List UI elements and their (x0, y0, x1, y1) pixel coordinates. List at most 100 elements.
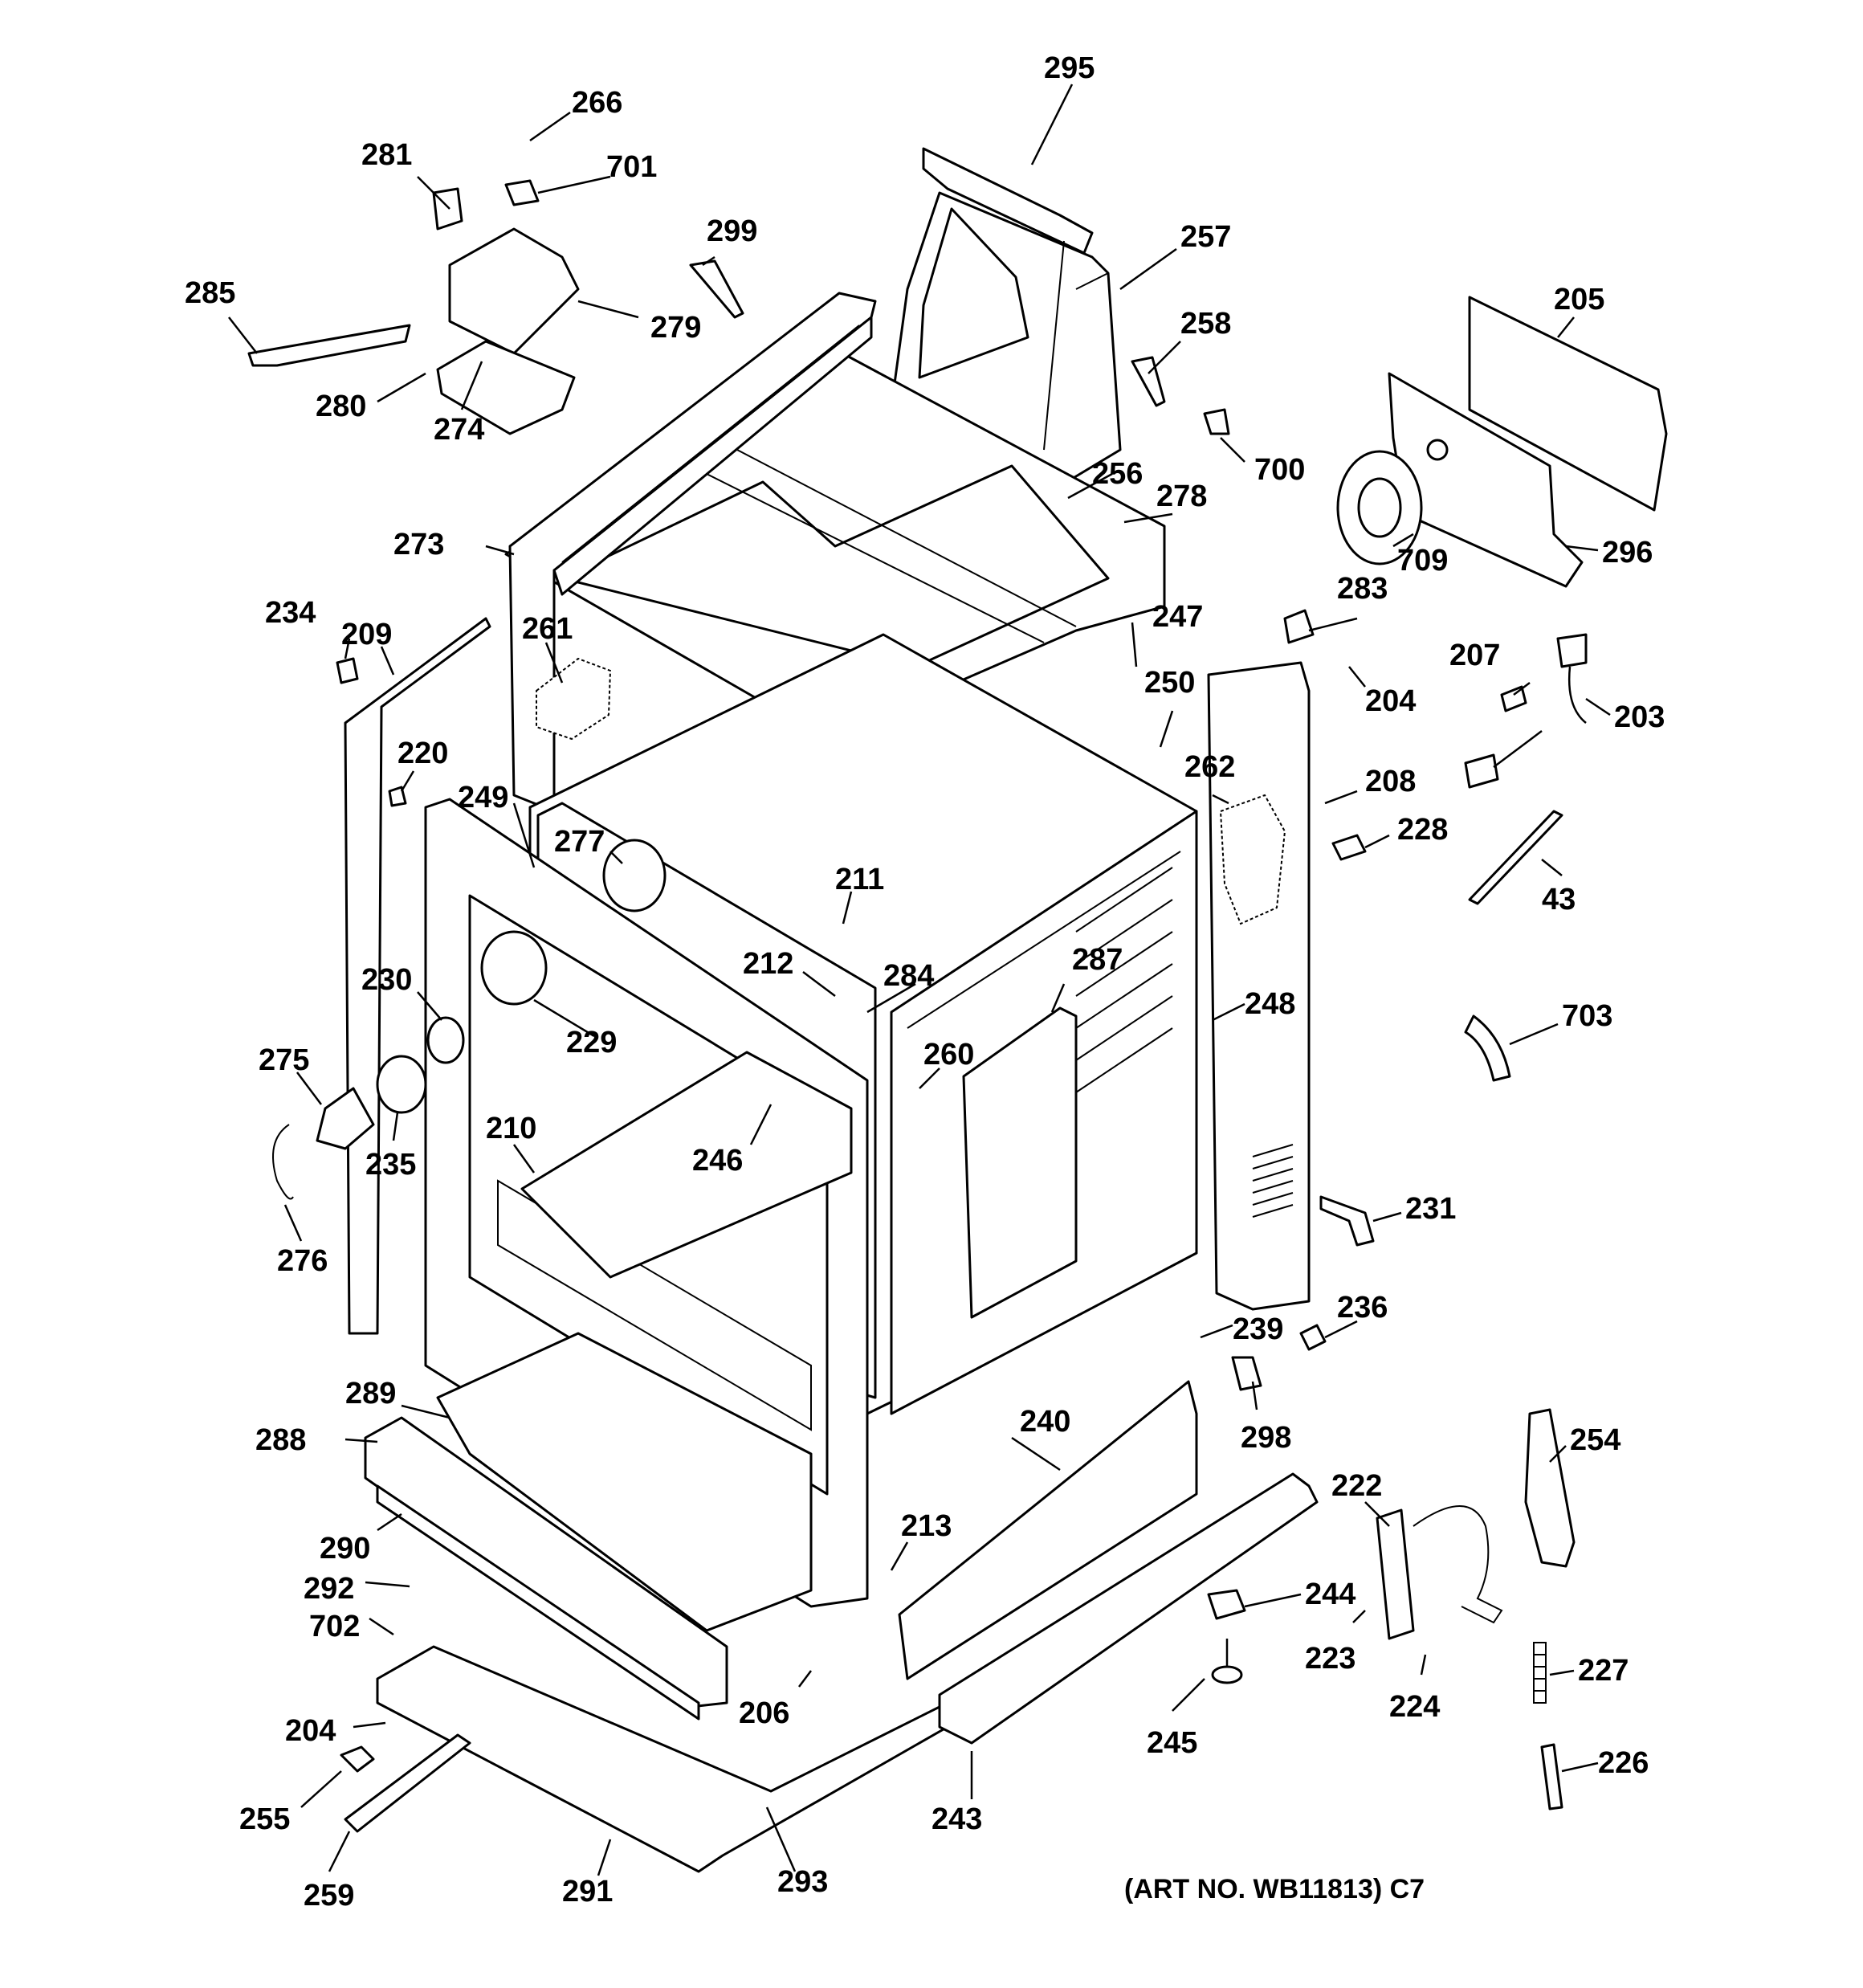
label-239: 239 (1233, 1312, 1283, 1346)
shield-703-part (1464, 1014, 1511, 1082)
clip-236-part (1299, 1324, 1327, 1351)
label-250: 250 (1144, 666, 1195, 700)
leveling-leg-245-part (1211, 1639, 1243, 1684)
label-226: 226 (1598, 1746, 1649, 1780)
clip-228-part (1331, 834, 1367, 861)
label-298: 298 (1241, 1421, 1291, 1455)
rear-bracket-parts (1388, 296, 1668, 588)
label-204b: 204 (285, 1714, 336, 1748)
label-208: 208 (1365, 765, 1416, 798)
rail-259-part (344, 1733, 471, 1833)
drawer-pan-part (436, 1332, 813, 1632)
label-287: 287 (1072, 943, 1123, 977)
label-261: 261 (522, 612, 573, 646)
label-207: 207 (1449, 639, 1500, 672)
label-296: 296 (1602, 536, 1653, 569)
label-277: 277 (554, 825, 605, 859)
label-290: 290 (320, 1532, 370, 1565)
connector-207-part (1500, 685, 1527, 712)
bracket-283-part (1283, 609, 1315, 644)
label-228: 228 (1397, 813, 1448, 847)
label-235: 235 (365, 1148, 416, 1182)
lower-rear-panel-part (898, 1380, 1198, 1680)
label-299: 299 (707, 214, 757, 248)
leg-bracket-244-part (1207, 1589, 1246, 1620)
label-230: 230 (361, 963, 412, 997)
rear-panel-part (962, 1006, 1078, 1319)
label-702: 702 (309, 1610, 360, 1643)
label-259: 259 (304, 1879, 354, 1912)
art-number: (ART NO. WB11813) C7 (1124, 1874, 1425, 1904)
sensor-43-part (1468, 810, 1563, 905)
round-gasket-part (1336, 450, 1423, 565)
label-293: 293 (777, 1865, 828, 1899)
label-204a: 204 (1365, 684, 1416, 718)
knob-255-part (340, 1745, 375, 1773)
label-220: 220 (397, 737, 448, 770)
label-274: 274 (434, 413, 484, 447)
link-226-part (1540, 1743, 1563, 1810)
clip-234-part (336, 657, 359, 684)
label-222: 222 (1331, 1469, 1382, 1503)
side-wrapper-part (508, 292, 877, 813)
label-276: 276 (277, 1244, 328, 1278)
side-trim-part (344, 617, 491, 1335)
vent-slots (1252, 1144, 1294, 1218)
label-247: 247 (1152, 600, 1203, 634)
drawer-front-part (364, 1416, 728, 1721)
label-709: 709 (1397, 544, 1448, 578)
label-703: 703 (1562, 999, 1612, 1033)
label-209: 209 (341, 618, 392, 651)
label-284: 284 (883, 959, 934, 993)
label-240: 240 (1020, 1405, 1070, 1439)
label-254: 254 (1570, 1423, 1620, 1457)
label-283: 283 (1337, 572, 1388, 606)
label-212: 212 (743, 947, 793, 981)
label-291: 291 (562, 1875, 613, 1908)
label-243: 243 (932, 1802, 982, 1836)
label-278: 278 (1156, 480, 1207, 513)
label-244: 244 (1305, 1578, 1355, 1611)
label-275: 275 (259, 1043, 309, 1077)
label-203: 203 (1614, 700, 1665, 734)
label-280: 280 (316, 390, 366, 423)
label-701: 701 (606, 150, 657, 184)
clip-258-part (1131, 356, 1166, 407)
label-227: 227 (1578, 1654, 1629, 1688)
label-224: 224 (1389, 1690, 1440, 1724)
spring-part (1533, 1642, 1547, 1704)
insulation-left-part (536, 657, 612, 741)
label-288: 288 (255, 1423, 306, 1457)
label-281: 281 (361, 138, 412, 172)
insulation-right-part (1219, 794, 1286, 925)
label-43: 43 (1542, 883, 1576, 916)
label-295: 295 (1044, 51, 1095, 85)
label-256: 256 (1092, 457, 1143, 491)
label-700: 700 (1254, 453, 1305, 487)
label-257: 257 (1180, 220, 1231, 254)
clip-700-part (1203, 408, 1230, 435)
label-255: 255 (239, 1802, 290, 1836)
label-289: 289 (345, 1377, 396, 1410)
bottom-rail-part (938, 1472, 1319, 1745)
label-229: 229 (566, 1026, 617, 1059)
label-213: 213 (901, 1509, 952, 1543)
label-273: 273 (393, 528, 444, 561)
label-285: 285 (185, 276, 235, 310)
label-249: 249 (458, 781, 508, 814)
harness-203-part (1464, 633, 1588, 789)
clip-220-part (388, 786, 407, 807)
label-236: 236 (1337, 1291, 1388, 1325)
label-223: 223 (1305, 1642, 1355, 1676)
label-258: 258 (1180, 307, 1231, 341)
label-206: 206 (739, 1696, 789, 1730)
bracket-231-part (1319, 1195, 1375, 1247)
label-210: 210 (486, 1112, 536, 1145)
label-234: 234 (265, 596, 316, 630)
label-205: 205 (1554, 283, 1604, 316)
label-260: 260 (923, 1038, 974, 1072)
clip-298-part (1231, 1356, 1262, 1391)
leader-lines (228, 84, 1611, 1876)
door-hinge-part (1376, 1408, 1576, 1640)
